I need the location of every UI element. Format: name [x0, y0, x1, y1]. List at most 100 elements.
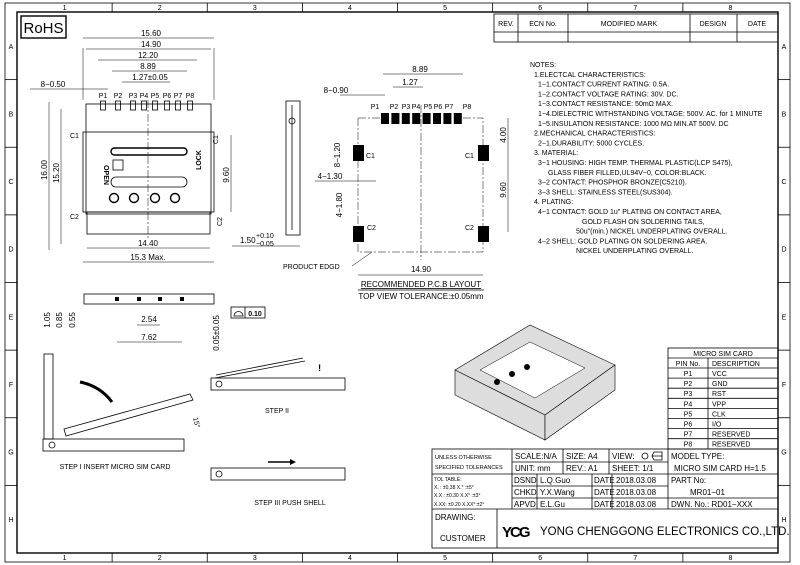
dim-1-50-minus: −0.05	[256, 241, 274, 248]
note-line: 3. MATERIAL:	[534, 150, 578, 157]
note-line: 2.MECHANICAL CHARACTERISTICS:	[534, 131, 656, 138]
dim-2-54: 2.54	[141, 315, 157, 324]
title-block: UNLESS OTHERWISE SPECIFIED TOLERANCES SC…	[431, 448, 790, 549]
frame-col-label: 7	[633, 5, 637, 12]
dim-1-05: 1.05	[43, 312, 52, 328]
frame-col-label: 3	[253, 555, 257, 562]
tol-row-3: X.XX: ±0.20 X.XX°:±2°	[434, 502, 484, 508]
dim-15-20: 15.20	[52, 162, 61, 183]
contact-pin	[130, 100, 136, 111]
lock-label: LOCK	[196, 150, 203, 170]
pin-description: CLK	[712, 411, 726, 418]
frame-col-label: 8	[728, 5, 732, 12]
frame-row-label: B	[782, 111, 787, 118]
assembly-steps: 15° STEP I INSERT MICRO SIM CARD ! STEP …	[42, 353, 346, 507]
frame-row-label: H	[8, 517, 13, 524]
pcb-dim-9-60: 9.60	[499, 182, 508, 198]
dim-9-60: 9.60	[222, 167, 231, 183]
contact-pin	[152, 100, 158, 111]
notes: NOTES:1.ELECTCAL CHARACTERISTICS:1−1.CON…	[530, 62, 763, 255]
pcb-pin-label: P4	[412, 104, 421, 111]
top-view-pin-label: P1	[99, 93, 108, 100]
pcb-pad	[401, 113, 410, 124]
contact-pin	[175, 100, 181, 111]
projection-symbol-icon	[641, 451, 663, 461]
c2-right: C2	[217, 217, 224, 226]
contact-pin	[187, 100, 193, 111]
revision-block: REV. ECN No. MODIFIED MARK DESIGN DATE	[493, 13, 779, 43]
top-view-pin-label: P3	[129, 93, 138, 100]
pin-description: VPP	[712, 401, 726, 408]
model-type-label: MODEL TYPE:	[671, 452, 724, 461]
open-label: OPEN	[102, 165, 109, 185]
top-view-pin-label: P2	[114, 93, 123, 100]
pin-description: RESERVED	[712, 432, 750, 439]
pcb-pad	[422, 113, 431, 124]
note-line: GOLD FLASH ON SOLDERING TAILS,	[582, 219, 705, 226]
pcb-layout-title: RECOMMENDED P.C.B LAYOUT	[361, 280, 481, 289]
pcb-dim-8-89: 8.89	[412, 65, 428, 74]
dim-pin-width: 8−0.50	[41, 80, 66, 89]
flatness-symbol-icon	[233, 311, 244, 317]
dim-15-60: 15.60	[141, 29, 162, 38]
pin-description: RESERVED	[712, 442, 750, 449]
dim-14-90: 14.90	[141, 40, 162, 49]
date-label-2: DATE	[594, 488, 615, 497]
angle-15: 15°	[191, 416, 202, 428]
pcb-c2-left: C2	[367, 225, 376, 232]
modified-mark-header: MODIFIED MARK	[601, 21, 658, 28]
sheet: SHEET: 1/1	[612, 464, 654, 473]
tol-row-2: X.X : ±0.30 X.X° :±3°	[434, 493, 480, 499]
frame-row-label: D	[8, 247, 13, 254]
tol-row-1: X. : ±0.38 X.° :±5°	[434, 485, 474, 491]
dim-0-55: 0.55	[68, 312, 77, 328]
pcb-pin-label: P1	[371, 104, 380, 111]
date-label-1: DATE	[594, 476, 615, 485]
note-line: 3−3 SHELL: STAINLESS STEEL(SUS304).	[538, 189, 673, 196]
frame-row-label: C	[8, 179, 13, 186]
frame-row-label: E	[782, 314, 787, 321]
pcb-pad	[412, 113, 421, 124]
pcb-dim-c-height: 4−1.80	[335, 192, 344, 217]
description-header: DESCRIPTION	[712, 361, 760, 368]
pcb-pin-label: P7	[445, 104, 454, 111]
frame-row-label: B	[9, 111, 14, 118]
note-line: 2−1.DURABILITY: 5000 CYCLES.	[538, 140, 644, 147]
pcb-dim-pad-width: 8−0.90	[324, 86, 349, 95]
dim-1-50-plus: +0.10	[256, 233, 274, 240]
dim-14-40: 14.40	[138, 239, 159, 248]
pcb-c2-right: C2	[465, 225, 474, 232]
note-line: 50u"(min.) NICKEL UNDERPLATING OVERALL.	[576, 229, 728, 236]
top-view: 15.60 14.90 12.20 8.89 1.27±0.05 8−0.50 …	[30, 29, 232, 263]
pin-description: I/O	[712, 422, 722, 429]
frame-row-label: E	[9, 314, 14, 321]
dim-7-62: 7.62	[141, 333, 157, 342]
note-line: 4. PLATING:	[534, 199, 573, 206]
note-line: 1−4.DIELECTRIC WITHSTANDING VOLTAGE: 500…	[538, 111, 763, 118]
chkd-date: 2018.03.08	[616, 488, 657, 497]
date-label-3: DATE	[594, 500, 615, 509]
frame-col-label: 1	[63, 5, 67, 12]
pin-description: RST	[712, 391, 727, 398]
chkd-label: CHKD	[514, 488, 537, 497]
note-line: 4−1 CONTACT: GOLD 1u" PLATING ON CONTACT…	[538, 209, 722, 216]
dim-pitch: 1.27±0.05	[132, 73, 168, 82]
note-line: 1.ELECTCAL CHARACTERISTICS:	[534, 72, 646, 79]
pcb-c1-left: C1	[366, 153, 375, 160]
apvd-name: E.L.Gu	[540, 500, 565, 509]
frame-row-label: F	[782, 382, 786, 389]
frame-col-label: 7	[633, 555, 637, 562]
frame-row-label: G	[8, 450, 13, 457]
top-view-pin-label: P7	[174, 93, 183, 100]
notes-title: NOTES:	[530, 62, 556, 69]
drawing-value: CUSTOMER	[440, 534, 486, 543]
frame-col-label: 4	[348, 5, 352, 12]
date-header: DATE	[748, 21, 766, 28]
company-logo: YCG	[502, 524, 530, 541]
dim-coplanarity: 0.05±0.05	[212, 315, 221, 351]
unless-otherwise: UNLESS OTHERWISE	[435, 455, 492, 461]
